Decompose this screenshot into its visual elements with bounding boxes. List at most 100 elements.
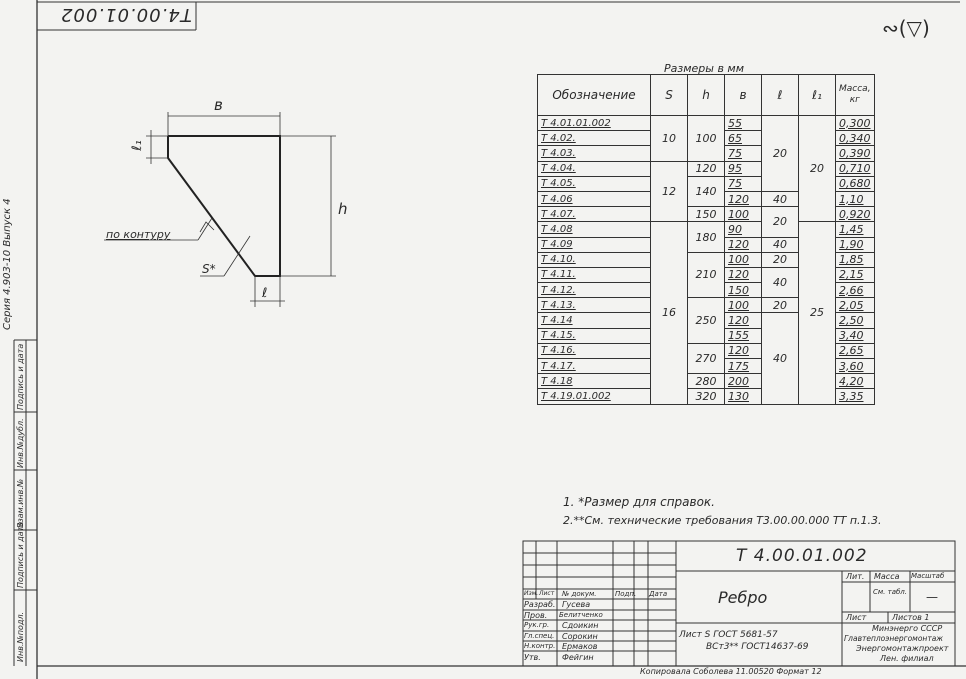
table-row: Т 4.16. 270 120 2,65 bbox=[537, 342, 875, 375]
side-strip-label-2: Подпись и дата bbox=[16, 521, 25, 588]
cell-s: 16 bbox=[650, 221, 688, 405]
row-name: Т 4.15. bbox=[537, 327, 651, 344]
col-lit-label: Лит. bbox=[846, 572, 865, 581]
row-name: Т 4.09 bbox=[537, 236, 651, 253]
cell-b: 55 bbox=[724, 114, 762, 132]
row-name: Т 4.12. bbox=[537, 282, 651, 299]
weld-note: по контуру bbox=[106, 228, 171, 241]
cell-b: 75 bbox=[724, 175, 762, 192]
side-strip-label-1: Инв.№подл. bbox=[16, 611, 25, 662]
cell-mass: 1,85 bbox=[835, 251, 875, 268]
row-name: Т 4.10. bbox=[537, 251, 651, 268]
side-strip-label-5: Подпись и дата bbox=[16, 343, 25, 410]
cell-mass: 3,60 bbox=[835, 357, 875, 375]
series-label: Серия 4.903-10 Выпуск 4 bbox=[2, 198, 13, 330]
cell-b: 120 bbox=[724, 342, 762, 360]
cell-l: 40 bbox=[761, 236, 799, 253]
role-developer: Разраб. bbox=[524, 600, 556, 609]
cell-b: 100 bbox=[724, 251, 762, 268]
title-block-code: Т 4.00.01.002 bbox=[736, 546, 868, 566]
col-h: h bbox=[687, 74, 725, 116]
cell-b: 100 bbox=[724, 206, 762, 223]
table-header-row: Обозначение S h в ℓ ℓ₁ Масса, кг bbox=[537, 74, 875, 116]
cell-h: 210 bbox=[687, 251, 725, 299]
table-row: Т 4.14 120 40 2,50 bbox=[537, 312, 875, 405]
roughness-symbol: ∾(▽) bbox=[882, 16, 930, 40]
row-name: Т 4.01.01.002 bbox=[537, 114, 651, 132]
row-name: Т 4.19.01.002 bbox=[537, 388, 651, 405]
table-row: Т 4.01.01.002 10 100 55 20 20 0,300 bbox=[537, 114, 875, 223]
name-developer: Гусева bbox=[562, 600, 591, 609]
rotated-document-code: Т4.00.01.002 bbox=[60, 4, 192, 25]
cell-b: 200 bbox=[724, 373, 762, 390]
side-strip-label-4: Инв.№дубл. bbox=[16, 418, 25, 468]
table-row: Т 4.17. 175 3,60 bbox=[537, 357, 875, 375]
col-b: в bbox=[724, 74, 762, 116]
cell-l1: 20 bbox=[798, 114, 836, 223]
row-name: Т 4.11. bbox=[537, 266, 651, 284]
cell-mass: 0,390 bbox=[835, 145, 875, 162]
col-l1: ℓ₁ bbox=[798, 74, 836, 116]
cell-mass: 0,710 bbox=[835, 160, 875, 177]
cell-mass: 0,300 bbox=[835, 114, 875, 132]
cell-b: 120 bbox=[724, 236, 762, 253]
role-group-lead: Рук.гр. bbox=[524, 621, 550, 629]
cell-b: 65 bbox=[724, 130, 762, 147]
cell-h: 180 bbox=[687, 221, 725, 253]
cell-mass: 2,15 bbox=[835, 266, 875, 284]
cell-b: 120 bbox=[724, 312, 762, 329]
col-l: ℓ bbox=[761, 74, 799, 116]
scale-value: — bbox=[926, 590, 938, 604]
cell-s: 10 bbox=[650, 115, 688, 162]
cell-h: 140 bbox=[687, 175, 725, 208]
cell-b: 100 bbox=[724, 297, 762, 314]
cell-h: 120 bbox=[687, 160, 725, 177]
table-row: Т 4.08 16 180 90 25 1,45 bbox=[537, 221, 875, 405]
row-name: Т 4.06 bbox=[537, 190, 651, 208]
cell-l: 40 bbox=[761, 312, 799, 405]
note-1: 1. *Размер для справок. bbox=[563, 495, 715, 509]
name-approver: Фейгин bbox=[562, 653, 594, 662]
cell-l: 20 bbox=[761, 115, 799, 192]
col-designation: Обозначение bbox=[537, 74, 651, 116]
role-norm-control: Н.контр. bbox=[524, 642, 556, 650]
dim-l1-label: ℓ₁ bbox=[129, 140, 145, 151]
row-name: Т 4.18 bbox=[537, 373, 651, 390]
cell-b: 75 bbox=[724, 145, 762, 162]
cell-mass: 0,680 bbox=[835, 175, 875, 192]
thickness-label: S* bbox=[202, 262, 216, 276]
col-scale-label: Масштаб bbox=[911, 572, 945, 580]
dimensions-table: Обозначение S h в ℓ ℓ₁ Масса, кг Т 4.01.… bbox=[537, 74, 875, 405]
cell-h: 150 bbox=[687, 206, 725, 223]
row-name: Т 4.13. bbox=[537, 297, 651, 314]
name-checker: Белитченко bbox=[559, 611, 603, 619]
cell-b: 150 bbox=[724, 282, 762, 299]
col-s: S bbox=[650, 74, 688, 116]
hdr-date: Дата bbox=[649, 590, 668, 598]
hdr-sign: Подп. bbox=[615, 590, 637, 598]
row-name: Т 4.03. bbox=[537, 145, 651, 162]
part-name: Ребро bbox=[718, 588, 768, 607]
row-name: Т 4.16. bbox=[537, 342, 651, 360]
col-mass: Масса, кг bbox=[835, 74, 875, 116]
row-name: Т 4.14 bbox=[537, 312, 651, 329]
cell-mass: 2,65 bbox=[835, 342, 875, 360]
row-name: Т 4.07. bbox=[537, 206, 651, 223]
dim-h-label: h bbox=[338, 200, 348, 218]
name-chief-spec: Сорокин bbox=[562, 632, 598, 641]
copy-footer: Копировала Соболева 11.00520 Формат 12 bbox=[640, 667, 822, 676]
cell-l1: 25 bbox=[798, 221, 836, 405]
org-line-2: Главтеплоэнергомонтаж bbox=[844, 634, 944, 643]
sheets-count: Листов 1 bbox=[892, 613, 930, 622]
mass-value: См. табл. bbox=[873, 588, 908, 596]
cell-mass: 0,340 bbox=[835, 130, 875, 147]
material-top: Лист S ГОСТ 5681-57 bbox=[679, 630, 778, 640]
cell-b: 95 bbox=[724, 160, 762, 177]
cell-mass: 0,920 bbox=[835, 206, 875, 223]
dim-b-label: в bbox=[214, 96, 223, 114]
hdr-doc: № докум. bbox=[562, 590, 597, 598]
cell-mass: 1,10 bbox=[835, 190, 875, 208]
cell-b: 120 bbox=[724, 190, 762, 208]
